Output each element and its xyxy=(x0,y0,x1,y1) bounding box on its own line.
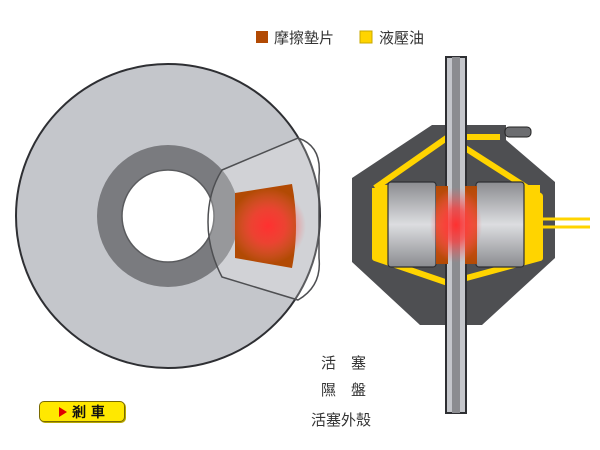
play-triangle-icon xyxy=(59,406,68,417)
front-view xyxy=(15,63,321,369)
hydraulic-oil-right-chamber xyxy=(524,185,540,260)
hydraulic-oil-line xyxy=(540,217,590,229)
label-disc: 隰 盤 xyxy=(321,381,366,399)
cross-section-view xyxy=(352,56,590,414)
hydraulic-oil-left-chamber xyxy=(375,185,391,260)
brake-button-label: 剎 車 xyxy=(72,404,105,421)
legend: 摩擦墊片 液壓油 xyxy=(256,29,424,47)
legend-label-friction-pad: 摩擦墊片 xyxy=(274,29,334,47)
label-caliper: 活塞外殼 xyxy=(311,411,371,429)
brake-button[interactable]: 剎 車 xyxy=(39,401,125,422)
legend-label-hydraulic-oil: 液壓油 xyxy=(379,29,424,47)
piston-left xyxy=(387,181,437,268)
heat-glow-front xyxy=(230,188,306,264)
bleed-valve xyxy=(504,126,532,138)
label-piston: 活 塞 xyxy=(321,354,366,372)
disc-center-hole xyxy=(121,169,215,263)
heat-glow-section xyxy=(430,187,482,263)
legend-swatch-hydraulic-oil xyxy=(359,30,373,44)
piston-right xyxy=(475,181,525,268)
legend-swatch-friction-pad xyxy=(256,31,268,43)
